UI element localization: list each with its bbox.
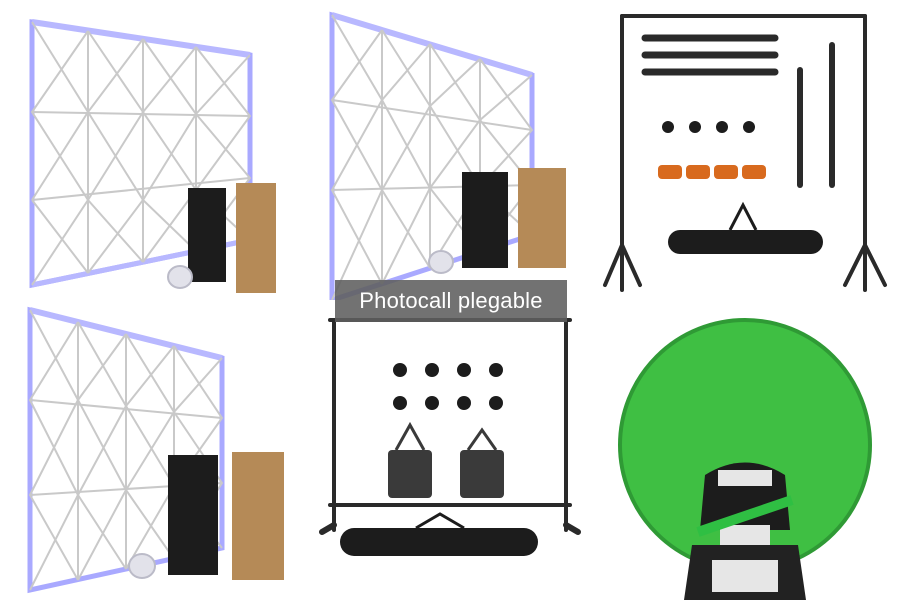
tape-roll bbox=[128, 553, 156, 579]
sand-bags bbox=[388, 450, 504, 498]
clamps bbox=[393, 363, 503, 410]
carry-bag bbox=[668, 230, 823, 254]
spring-clamps bbox=[658, 165, 766, 179]
clamps bbox=[662, 121, 755, 133]
product-title-overlay: Photocall plegable bbox=[335, 280, 567, 322]
shipping-box bbox=[518, 168, 566, 268]
carry-bag bbox=[168, 455, 218, 575]
product-photo-banner-stand bbox=[300, 300, 600, 600]
product-photo-frame-wall-1 bbox=[0, 0, 300, 300]
green-screen-illustration bbox=[618, 318, 872, 600]
product-photo-frame-wall-3 bbox=[0, 300, 300, 600]
product-photo-backdrop-stand bbox=[600, 0, 900, 300]
product-photo-frame-wall-2 bbox=[300, 0, 600, 300]
banner-stand-illustration bbox=[319, 318, 581, 556]
backdrop-stand-illustration bbox=[603, 14, 887, 292]
shipping-box bbox=[236, 183, 276, 293]
product-title-text: Photocall plegable bbox=[359, 288, 543, 313]
frame-wall-illustration bbox=[27, 306, 284, 594]
frame-wall-illustration bbox=[29, 19, 276, 293]
carry-bag bbox=[340, 528, 538, 556]
frame-wall-illustration bbox=[329, 11, 566, 300]
product-photo-green-screen bbox=[600, 300, 900, 600]
gaming-chair bbox=[684, 462, 806, 600]
carry-bag bbox=[462, 172, 508, 268]
shipping-box bbox=[232, 452, 284, 580]
tape-roll bbox=[428, 250, 454, 274]
carry-bag bbox=[188, 188, 226, 282]
tape-roll bbox=[167, 265, 193, 289]
